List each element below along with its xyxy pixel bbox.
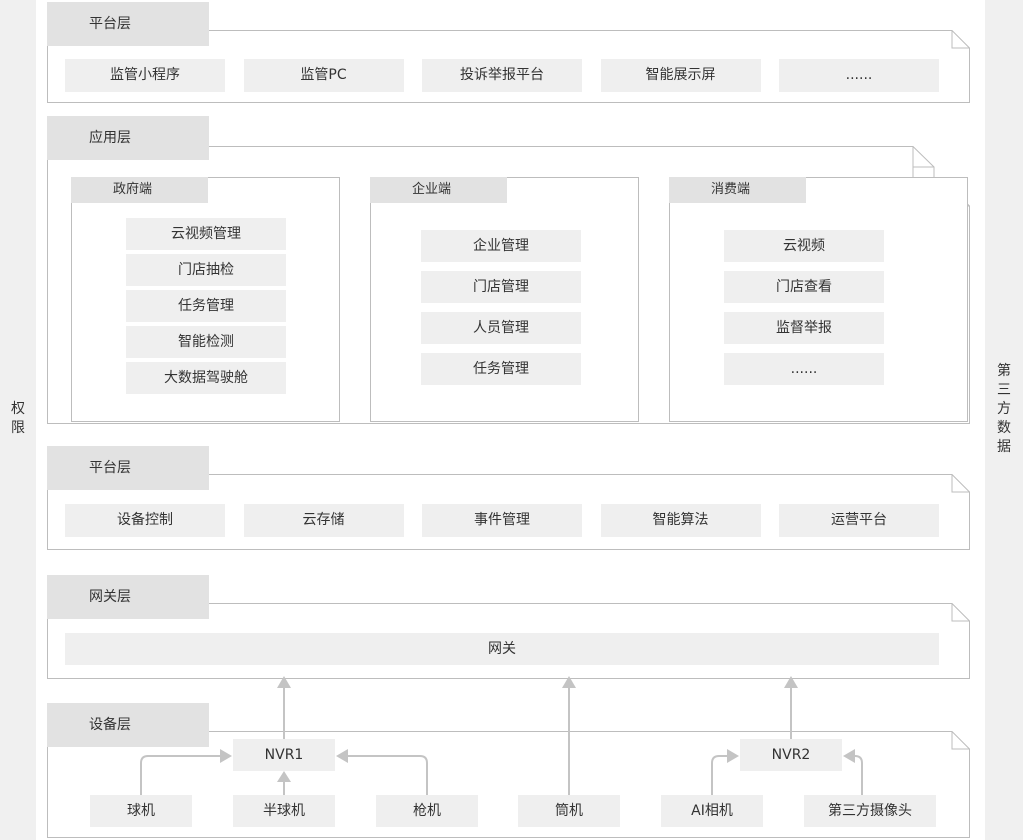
third-party-data-sidebar: 第 三 方 数 据 [985,0,1023,840]
device-dome-camera: 球机 [90,795,192,827]
application-layer: 应用层 政府端 云视频管理 门店抽检 任务管理 智能检测 大数据驾驶舱 企业端 … [47,116,970,424]
government-item: 大数据驾驶舱 [126,362,286,394]
device-bullet-camera: 枪机 [376,795,478,827]
device-third-party-camera: 第三方摄像头 [804,795,936,827]
government-item: 门店抽检 [126,254,286,286]
consumer-panel-title: 消费端 [669,177,806,203]
consumer-item: 门店查看 [724,271,884,303]
platform-top-item: 监管PC [243,59,404,92]
platform-layer-mid-title: 平台层 [47,446,209,490]
consumer-item: ...... [724,353,884,385]
enterprise-panel: 企业端 企业管理 门店管理 人员管理 任务管理 [370,177,639,422]
device-layer-title: 设备层 [47,703,209,747]
platform-mid-item: 运营平台 [779,504,939,537]
government-item: 智能检测 [126,326,286,358]
government-item: 任务管理 [126,290,286,322]
government-panel-title: 政府端 [71,177,208,203]
third-party-data-label: 第 三 方 数 据 [997,363,1011,455]
government-item: 云视频管理 [126,218,286,250]
enterprise-panel-title: 企业端 [370,177,507,203]
government-list: 云视频管理 门店抽检 任务管理 智能检测 大数据驾驶舱 [126,218,286,394]
enterprise-item: 人员管理 [421,312,581,344]
government-panel: 政府端 云视频管理 门店抽检 任务管理 智能检测 大数据驾驶舱 [71,177,340,422]
platform-mid-row: 设备控制 云存储 事件管理 智能算法 运营平台 [65,504,939,537]
gateway-layer: 网关层 网关 [47,575,970,679]
application-layer-title: 应用层 [47,116,209,160]
platform-layer-mid: 平台层 设备控制 云存储 事件管理 智能算法 运营平台 [47,446,970,550]
platform-top-item: 投诉举报平台 [422,59,582,92]
device-tube-camera: 筒机 [518,795,620,827]
enterprise-item: 企业管理 [421,230,581,262]
consumer-panel: 消费端 云视频 门店查看 监督举报 ...... [669,177,968,422]
platform-top-item: ...... [779,59,939,92]
permission-sidebar: 权 限 [0,0,36,840]
platform-layer-top: 平台层 监管小程序 监管PC 投诉举报平台 智能展示屏 ...... [47,2,970,103]
device-semi-dome-camera: 半球机 [233,795,335,827]
gateway-layer-title: 网关层 [47,575,209,619]
enterprise-item: 任务管理 [421,353,581,385]
platform-mid-item: 云存储 [243,504,404,537]
nvr1-box: NVR1 [233,739,335,771]
platform-mid-item: 设备控制 [65,504,225,537]
platform-mid-item: 事件管理 [422,504,582,537]
enterprise-item: 门店管理 [421,271,581,303]
enterprise-list: 企业管理 门店管理 人员管理 任务管理 [421,230,581,385]
consumer-item: 云视频 [724,230,884,262]
gateway-bar: 网关 [65,633,939,665]
platform-top-item: 监管小程序 [65,59,225,92]
device-ai-camera: AI相机 [661,795,763,827]
nvr2-box: NVR2 [740,739,842,771]
platform-layer-top-title: 平台层 [47,2,209,46]
platform-mid-item: 智能算法 [600,504,761,537]
platform-top-row: 监管小程序 监管PC 投诉举报平台 智能展示屏 ...... [65,59,939,92]
platform-top-item: 智能展示屏 [600,59,761,92]
consumer-item: 监督举报 [724,312,884,344]
permission-label: 权 限 [11,401,25,436]
consumer-list: 云视频 门店查看 监督举报 ...... [724,230,884,385]
